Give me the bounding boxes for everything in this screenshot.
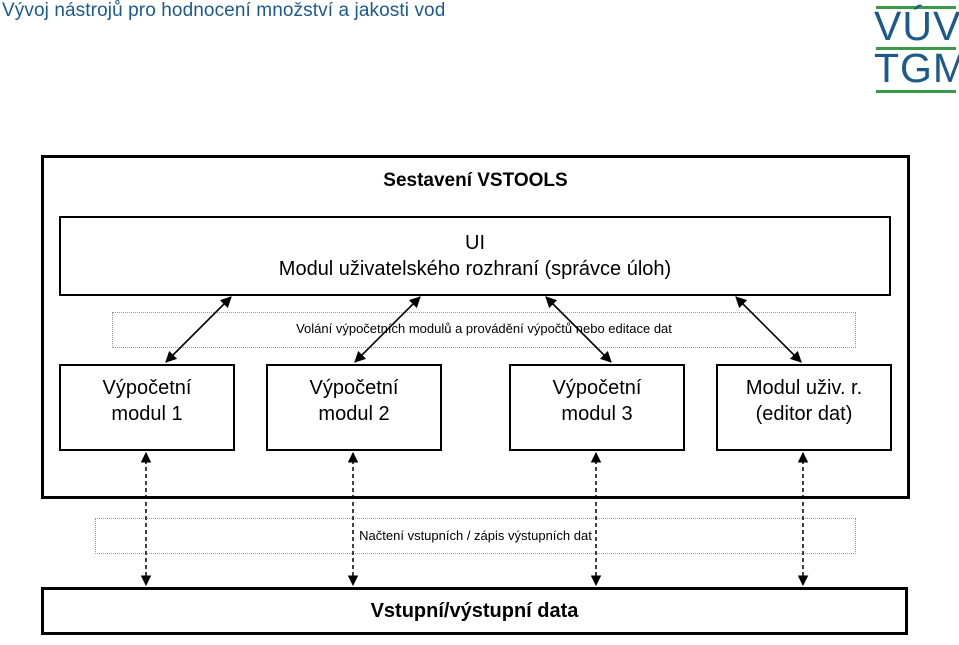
data-io-strip: Načtení vstupních / zápis výstupních dat [95, 518, 856, 554]
module-1-line-1: Výpočetní [102, 377, 192, 399]
vstools-assembly-title: Sestavení VSTOOLS [383, 170, 568, 191]
module-3-line-1: Výpočetní [552, 377, 642, 399]
module-calls-label: Volání výpočetních modulů a provádění vý… [296, 321, 672, 336]
data-editor-module: Modul uživ. r. (editor dat) [716, 364, 892, 451]
computation-module-3: Výpočetní modul 3 [509, 364, 685, 451]
vstools-assembly-frame [41, 155, 910, 499]
logo-line-1: VÚV [874, 3, 959, 49]
slide-title: Vývoj nástrojů pro hodnocení množství a … [2, 0, 446, 21]
module-2-line-2: modul 2 [318, 403, 390, 425]
data-editor-line-1: Modul uživ. r. [745, 377, 863, 399]
module-calls-strip: Volání výpočetních modulů a provádění vý… [112, 312, 856, 348]
module-3-line-2: modul 3 [561, 403, 633, 425]
computation-module-2: Výpočetní modul 2 [266, 364, 442, 451]
module-2-line-1: Výpočetní [309, 377, 399, 399]
input-output-data-label: Vstupní/výstupní data [370, 600, 579, 622]
computation-module-1: Výpočetní modul 1 [59, 364, 235, 451]
ui-module-description: Modul uživatelského rozhraní (správce úl… [278, 258, 672, 280]
ui-module-label: UI [465, 232, 485, 254]
data-editor-line-2: (editor dat) [755, 403, 853, 425]
logo-bar-bottom [876, 90, 956, 93]
logo-bar-top [876, 6, 956, 9]
ui-module-box: UI Modul uživatelského rozhraní (správce… [59, 216, 891, 296]
logo-line-2: TGM [874, 45, 959, 91]
vuv-tgm-logo: VÚV TGM [874, 2, 959, 94]
module-1-line-2: modul 1 [111, 403, 183, 425]
logo-bar-middle [876, 47, 956, 50]
input-output-data-box: Vstupní/výstupní data [41, 587, 908, 635]
data-io-label: Načtení vstupních / zápis výstupních dat [359, 528, 592, 543]
